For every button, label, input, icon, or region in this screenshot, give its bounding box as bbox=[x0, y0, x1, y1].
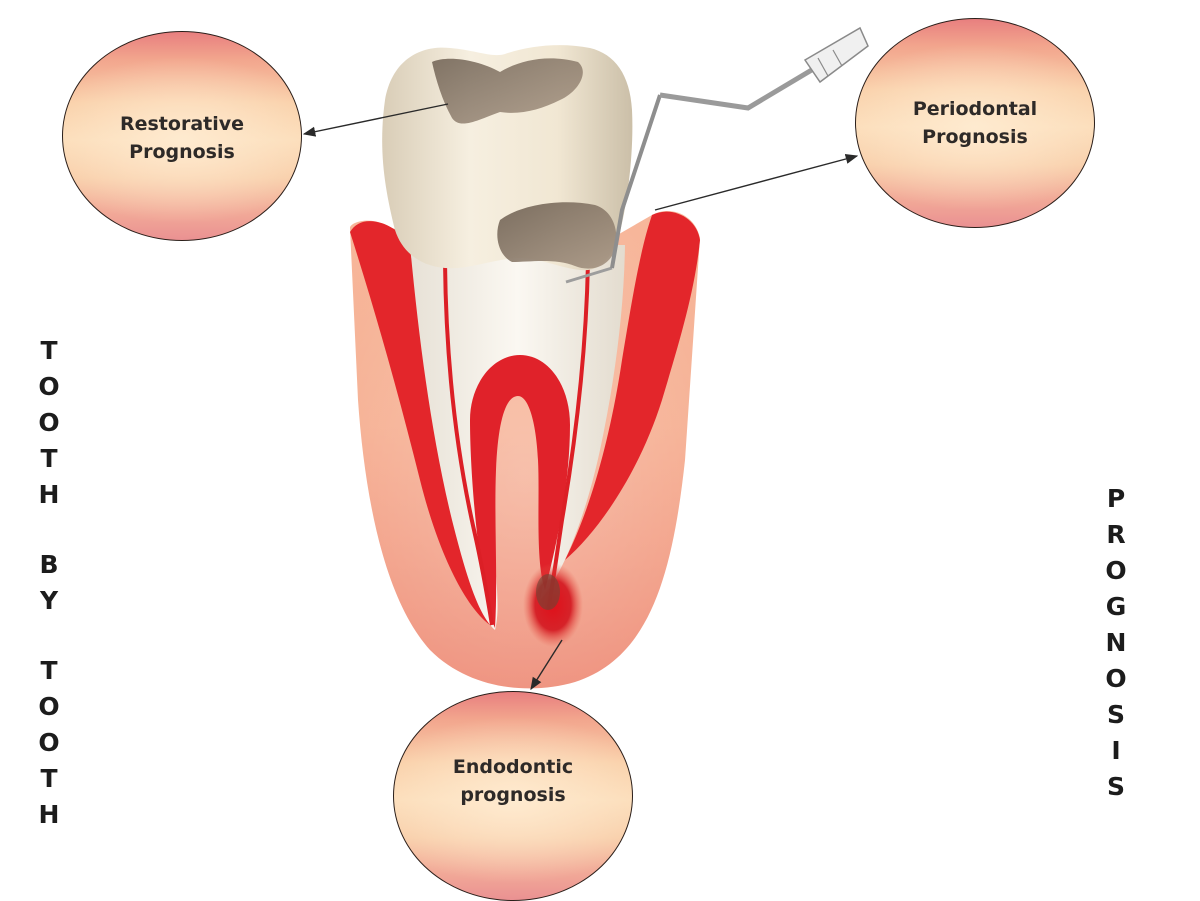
vertical-letter: T bbox=[40, 336, 58, 365]
vertical-letter: T bbox=[40, 764, 58, 793]
arrow-periodontal bbox=[654, 154, 859, 211]
vertical-letter: T bbox=[40, 444, 58, 473]
gingiva-right bbox=[565, 211, 700, 560]
vertical-letter: R bbox=[1106, 520, 1126, 549]
periodontal-prognosis-label: Periodontal Prognosis bbox=[912, 98, 1038, 148]
endodontic-prognosis-label: Endodontic prognosis bbox=[452, 756, 574, 806]
vertical-letter: S bbox=[1106, 700, 1125, 729]
lesion-core bbox=[536, 574, 560, 610]
vertical-letter: P bbox=[1106, 484, 1126, 513]
vertical-letter: O bbox=[1105, 664, 1127, 693]
vertical-letter: H bbox=[38, 800, 60, 829]
vertical-letter: H bbox=[38, 480, 60, 509]
inter-radicular-bone bbox=[470, 355, 570, 628]
vertical-letter: N bbox=[1105, 628, 1127, 657]
vertical-letter: S bbox=[1106, 772, 1125, 801]
vertical-letter: I bbox=[1111, 736, 1121, 765]
pulp-canal-left bbox=[443, 261, 494, 626]
caries-occlusal bbox=[432, 58, 583, 124]
vertical-letter: O bbox=[38, 692, 60, 721]
periodontal-probe-icon bbox=[565, 26, 869, 284]
periodontal-prognosis-bubble: Periodontal Prognosis bbox=[855, 18, 1095, 228]
vertical-letter: T bbox=[40, 656, 58, 685]
vertical-letter bbox=[29, 513, 69, 547]
vertical-letter bbox=[29, 619, 69, 653]
vertical-letter: O bbox=[38, 408, 60, 437]
vertical-letter: B bbox=[39, 550, 59, 579]
endodontic-prognosis-bubble: Endodontic prognosis bbox=[393, 691, 633, 901]
arrow-restorative bbox=[302, 103, 449, 137]
caries-distal bbox=[497, 202, 617, 269]
vertical-letter: O bbox=[38, 728, 60, 757]
tooth-roots bbox=[410, 245, 625, 630]
arrow-endodontic bbox=[530, 639, 563, 691]
vertical-letter: Y bbox=[39, 586, 59, 615]
vertical-letter: O bbox=[1105, 556, 1127, 585]
vertical-letter: G bbox=[1105, 592, 1127, 621]
restorative-prognosis-bubble: Restorative Prognosis bbox=[62, 31, 302, 241]
restorative-prognosis-label: Restorative Prognosis bbox=[119, 113, 245, 163]
vertical-letter: O bbox=[38, 372, 60, 401]
